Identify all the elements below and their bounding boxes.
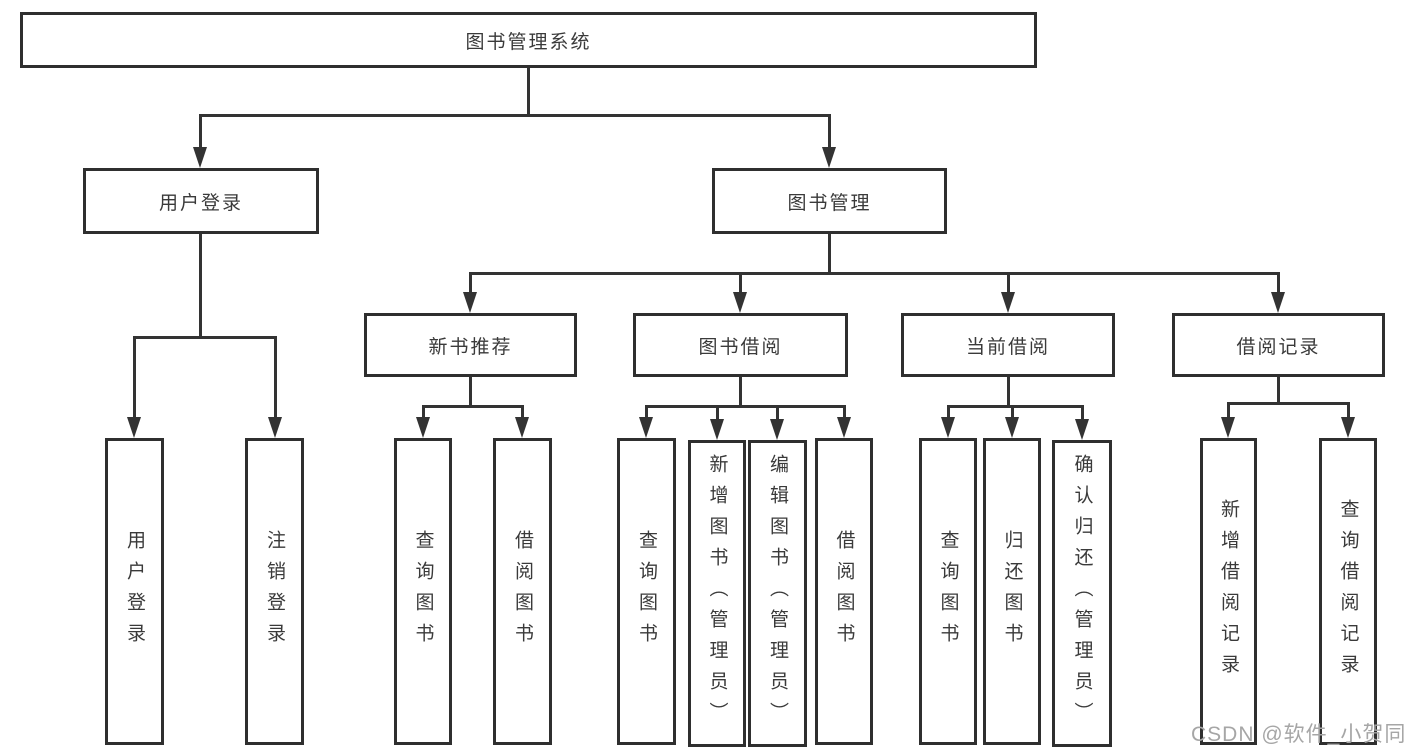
arrow-down-icon <box>1221 417 1235 438</box>
watermark: CSDN @软件_小贺同学 <box>1191 723 1405 746</box>
node-add-book-admin: 新增图书（管理员） <box>688 440 746 747</box>
connector-horizontal-line <box>1226 401 1350 405</box>
connector-arrow-stem <box>520 406 524 419</box>
arrow-down-icon <box>127 417 141 438</box>
connector-arrow-stem <box>1006 273 1010 294</box>
arrow-down-icon <box>268 417 282 438</box>
connector-horizontal-line <box>468 271 1280 275</box>
arrow-down-icon <box>770 419 784 440</box>
node-query-borrow-record: 查询借阅记录 <box>1319 438 1377 745</box>
connector-arrow-stem <box>198 115 202 149</box>
connector-arrow-stem <box>468 273 472 294</box>
connector-arrow-stem <box>132 337 136 419</box>
connector-horizontal-line <box>132 335 277 339</box>
connector-arrow-stem <box>644 406 648 419</box>
node-query-books-3: 查询图书 <box>919 438 977 745</box>
connector-arrow-stem <box>1346 403 1350 419</box>
arrow-down-icon <box>710 419 724 440</box>
connector-horizontal-line <box>198 113 831 117</box>
arrow-down-icon <box>193 147 207 168</box>
connector-arrow-stem <box>775 406 779 421</box>
node-user-login: 用户登录 <box>105 438 164 745</box>
connector-arrow-stem <box>1010 406 1014 419</box>
node-borrow-records: 借阅记录 <box>1172 313 1385 377</box>
node-logout: 注销登录 <box>245 438 304 745</box>
connector-arrow-stem <box>946 406 950 419</box>
connector-arrow-stem <box>1226 403 1230 419</box>
arrow-down-icon <box>1271 292 1285 313</box>
connector-vertical-line <box>738 377 742 407</box>
node-current-borrow: 当前借阅 <box>901 313 1115 377</box>
node-new-book-rec: 新书推荐 <box>364 313 577 377</box>
connector-horizontal-line <box>946 404 1084 408</box>
connector-horizontal-line <box>421 404 524 408</box>
connector-arrow-stem <box>738 273 742 294</box>
node-edit-book-admin: 编辑图书（管理员） <box>748 440 807 747</box>
node-borrow-books-2: 借阅图书 <box>815 438 873 745</box>
connector-arrow-stem <box>827 115 831 149</box>
connector-vertical-line <box>1006 377 1010 407</box>
connector-arrow-stem <box>1080 406 1084 421</box>
connector-arrow-stem <box>842 406 846 419</box>
node-confirm-return-admin: 确认归还（管理员） <box>1052 440 1112 747</box>
node-return-book: 归还图书 <box>983 438 1041 745</box>
arrow-down-icon <box>1341 417 1355 438</box>
connector-arrow-stem <box>1276 273 1280 294</box>
arrow-down-icon <box>822 147 836 168</box>
connector-vertical-line <box>198 234 202 338</box>
connector-arrow-stem <box>421 406 425 419</box>
arrow-down-icon <box>515 417 529 438</box>
arrow-down-icon <box>416 417 430 438</box>
node-query-books-2: 查询图书 <box>617 438 676 745</box>
node-borrow-books-1: 借阅图书 <box>493 438 552 745</box>
connector-horizontal-line <box>644 404 846 408</box>
connector-vertical-line <box>468 377 472 407</box>
arrow-down-icon <box>733 292 747 313</box>
arrow-down-icon <box>639 417 653 438</box>
connector-vertical-line <box>827 234 831 274</box>
arrow-down-icon <box>1001 292 1015 313</box>
connector-vertical-line <box>526 68 530 116</box>
connector-vertical-line <box>1276 377 1280 404</box>
arrow-down-icon <box>1075 419 1089 440</box>
connector-arrow-stem <box>715 406 719 421</box>
node-root: 图书管理系统 <box>20 12 1037 68</box>
arrow-down-icon <box>941 417 955 438</box>
connector-arrow-stem <box>273 337 277 419</box>
arrow-down-icon <box>463 292 477 313</box>
node-query-books-1: 查询图书 <box>394 438 452 745</box>
arrow-down-icon <box>1005 417 1019 438</box>
node-add-borrow-record: 新增借阅记录 <box>1200 438 1257 745</box>
arrow-down-icon <box>837 417 851 438</box>
node-book-mgmt: 图书管理 <box>712 168 947 234</box>
node-book-borrow: 图书借阅 <box>633 313 848 377</box>
node-user-login-group: 用户登录 <box>83 168 319 234</box>
